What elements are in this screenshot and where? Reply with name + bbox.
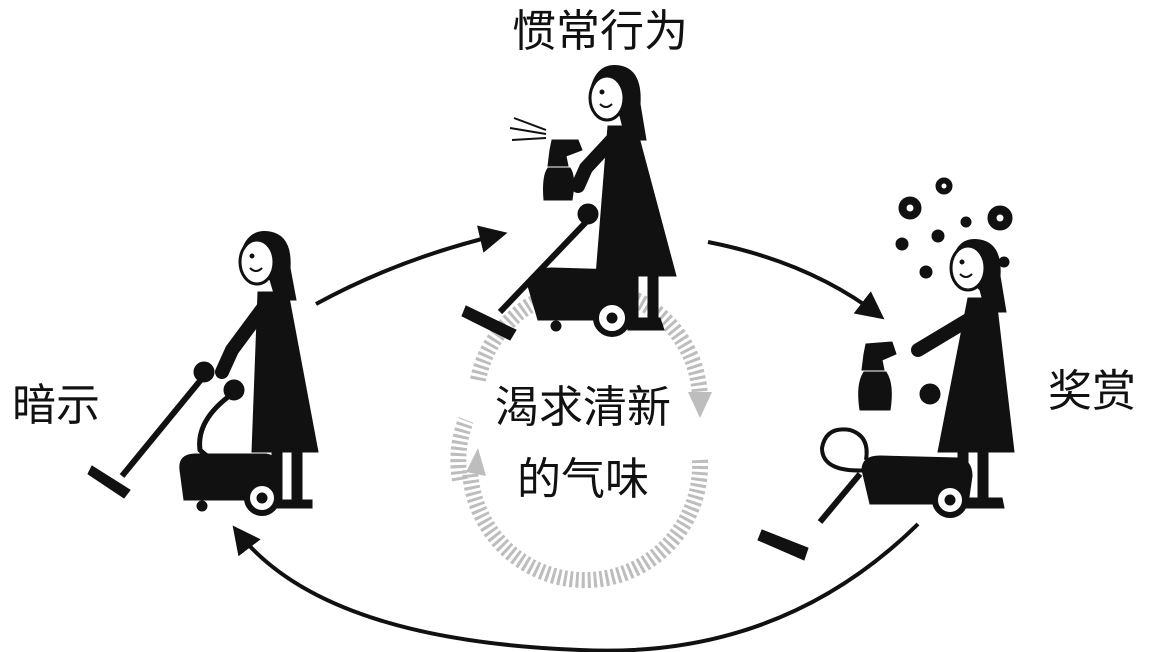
center-craving-line-1: 渴求清新 (495, 382, 671, 433)
figure-routine-woman-spraying (461, 65, 677, 341)
arrow-reward-to-cue (232, 522, 920, 652)
loop-arrows (232, 225, 920, 652)
figure-cue-woman-vacuuming (87, 231, 319, 516)
center-arrowhead-1 (688, 392, 712, 418)
arrow-routine-to-reward (707, 240, 885, 320)
center-arrowhead-2 (466, 448, 486, 476)
arrow-cue-to-routine (315, 225, 508, 306)
stage-label-cue: 暗示 (12, 380, 100, 431)
stage-label-routine: 惯常行为 (512, 6, 688, 57)
stage-label-reward: 奖赏 (1048, 366, 1136, 417)
flower-icons (895, 177, 1013, 279)
figure-reward-woman-with-flowers (757, 177, 1015, 561)
center-craving-line-2: 的气味 (517, 454, 649, 505)
